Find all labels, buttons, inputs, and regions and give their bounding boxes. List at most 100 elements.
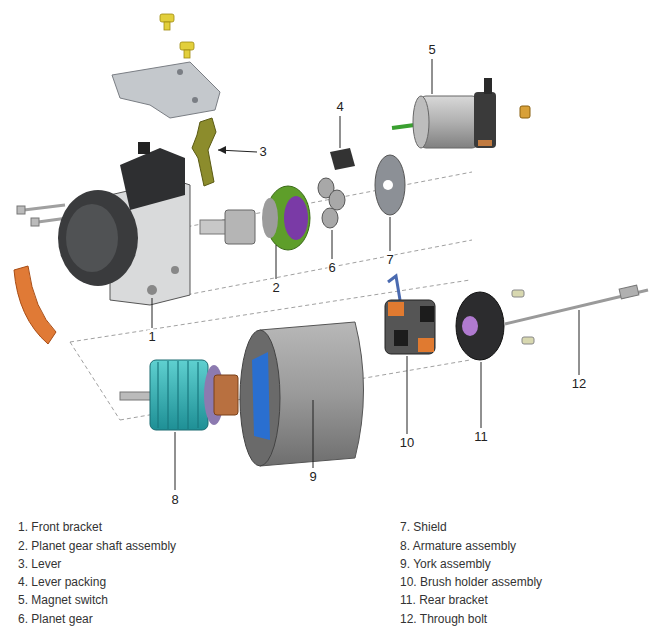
leader-line xyxy=(313,400,314,468)
assembly-guide xyxy=(70,342,120,420)
leader-line xyxy=(407,356,408,434)
part-list-entry: 1. Front bracket xyxy=(18,521,102,535)
armature xyxy=(167,361,168,429)
leader-line xyxy=(340,116,341,148)
magnet-switch xyxy=(478,140,492,146)
armature xyxy=(150,360,208,430)
callout-number: 7 xyxy=(385,253,394,268)
brush-holder xyxy=(385,276,435,354)
front-bracket xyxy=(171,266,179,274)
yoke xyxy=(252,352,270,440)
bolt xyxy=(24,205,65,210)
part-list-entry: 9. York assembly xyxy=(400,558,491,572)
planet-gear xyxy=(318,178,345,228)
callout-number: 8 xyxy=(170,493,179,508)
shim xyxy=(14,266,56,344)
callout-number: 1 xyxy=(147,330,156,345)
part-list-entry: 8. Armature assembly xyxy=(400,540,516,554)
shield xyxy=(375,155,405,215)
screw xyxy=(522,337,534,344)
screw xyxy=(512,290,524,297)
armature xyxy=(214,375,238,415)
magnet-switch xyxy=(484,78,492,94)
armature xyxy=(120,360,238,430)
leader-line xyxy=(152,298,153,328)
lever xyxy=(192,118,216,186)
screw xyxy=(160,14,194,58)
screw xyxy=(512,290,534,344)
through-bolt xyxy=(505,285,648,324)
callout-number: 6 xyxy=(327,261,336,276)
planet-gear xyxy=(329,190,345,210)
brush-holder xyxy=(385,300,435,354)
armature xyxy=(197,362,198,428)
cover-plate xyxy=(112,62,220,118)
part-list-entry: 6. Planet gear xyxy=(18,613,93,627)
callout-number: 9 xyxy=(308,470,317,485)
screw xyxy=(184,50,190,58)
part-list-entry: 10. Brush holder assembly xyxy=(400,576,542,590)
rear-bracket xyxy=(462,316,478,336)
armature xyxy=(177,361,178,429)
lever-packing xyxy=(330,148,355,170)
magnet-switch xyxy=(392,78,530,148)
callout-number: 11 xyxy=(473,430,489,445)
planet-gear-shaft xyxy=(225,210,255,244)
brush-holder xyxy=(388,276,400,300)
leader-line xyxy=(175,432,176,490)
brush-holder xyxy=(388,302,404,316)
rear-bracket xyxy=(456,292,504,360)
armature xyxy=(157,362,158,428)
leader-arrow xyxy=(218,146,226,154)
bolt xyxy=(31,218,39,226)
leader-line xyxy=(390,217,391,251)
cover-plate xyxy=(112,62,220,118)
shield xyxy=(383,180,393,190)
callout-number: 3 xyxy=(258,145,267,160)
through-bolt xyxy=(619,285,639,299)
part-list-entry: 5. Magnet switch xyxy=(18,594,108,608)
planet-gear-shaft xyxy=(284,196,308,240)
planet-gear-shaft xyxy=(200,186,310,250)
leader-line xyxy=(432,59,433,94)
magnet-switch xyxy=(520,106,530,118)
callout-number: 10 xyxy=(399,436,415,451)
screw xyxy=(160,14,174,22)
yoke xyxy=(240,330,280,466)
part-list-entry: 7. Shield xyxy=(400,521,447,535)
callout-number: 5 xyxy=(427,43,436,58)
leader-line xyxy=(152,59,579,490)
screw xyxy=(180,42,194,50)
rear-bracket xyxy=(456,292,504,360)
cover-plate xyxy=(192,97,198,103)
front-bracket xyxy=(58,142,190,305)
lever-packing xyxy=(330,148,355,170)
leader-line xyxy=(332,230,333,259)
shim xyxy=(14,266,56,344)
callout-number: 2 xyxy=(271,281,280,296)
leader-line xyxy=(276,245,277,279)
callout-number: 12 xyxy=(571,377,587,392)
front-bracket xyxy=(120,148,185,210)
brush-holder xyxy=(394,330,408,346)
assembly-guide xyxy=(160,240,472,300)
brush-holder xyxy=(420,306,434,322)
magnet-switch xyxy=(413,96,429,148)
magnet-switch xyxy=(474,92,496,148)
leader-line xyxy=(481,362,482,428)
screw xyxy=(164,22,170,30)
callout-number: 4 xyxy=(335,100,344,115)
planet-gear xyxy=(322,208,338,228)
part-list-entry: 11. Rear bracket xyxy=(400,594,488,608)
planet-gear-shaft xyxy=(262,198,278,238)
lever xyxy=(192,118,216,186)
shield xyxy=(375,155,405,215)
part-list-entry: 3. Lever xyxy=(18,558,61,572)
front-bracket xyxy=(58,190,138,286)
part-list-entry: 2. Planet gear shaft assembly xyxy=(18,540,176,554)
armature xyxy=(187,361,188,429)
armature xyxy=(158,361,198,429)
front-bracket xyxy=(138,142,150,154)
yoke xyxy=(240,322,364,466)
part-list-entry: 4. Lever packing xyxy=(18,576,106,590)
